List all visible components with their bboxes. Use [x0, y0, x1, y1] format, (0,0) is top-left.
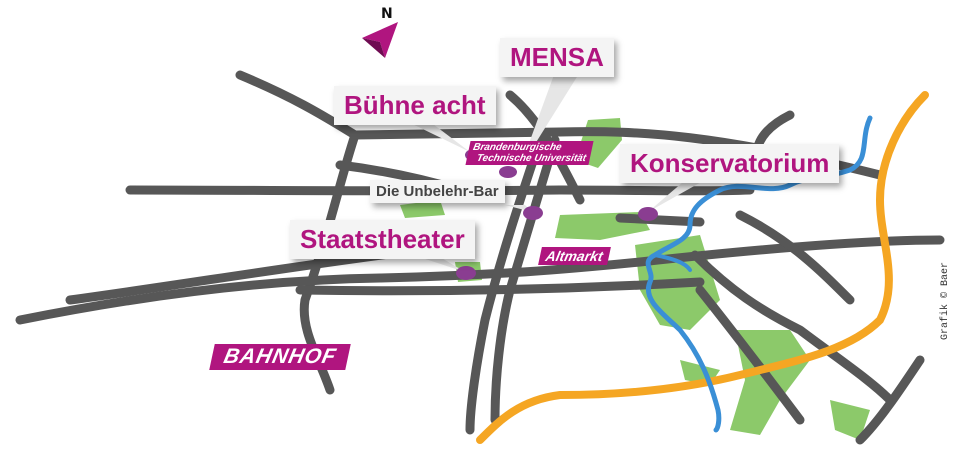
credit-text: Grafik © Baer [940, 261, 951, 340]
road [490, 135, 560, 425]
callout-buehne-acht[interactable]: Bühne acht [334, 86, 496, 125]
marker-btu [499, 166, 517, 178]
road [465, 135, 545, 435]
road [295, 277, 705, 296]
road [690, 250, 895, 405]
marker-konservatorium [638, 207, 658, 221]
tag-altmarkt[interactable]: Altmarkt [538, 247, 611, 265]
river-branch [653, 253, 692, 272]
callout-unbelehr-bar[interactable]: Die Unbelehr-Bar [370, 180, 505, 203]
road [695, 285, 805, 425]
marker-unbelehr [523, 206, 543, 220]
railway-line [476, 91, 929, 444]
location-markers [456, 149, 658, 280]
callout-konservatorium[interactable]: Konservatorium [620, 144, 840, 183]
tag-btu[interactable]: Brandenburgische Technische Universität [465, 141, 594, 165]
marker-staatstheater [456, 266, 476, 280]
pointer-buehne [400, 118, 470, 152]
roads [15, 70, 945, 445]
callout-mensa[interactable]: MENSA [500, 38, 614, 77]
callout-staatstheater[interactable]: Staatstheater [290, 220, 475, 259]
park-area [830, 400, 870, 440]
pointer-konservatorium [648, 176, 712, 212]
tag-btu-line1: Brandenburgische [472, 142, 563, 153]
park-area [400, 200, 445, 218]
road [615, 213, 705, 227]
north-label: N [381, 6, 393, 22]
north-arrow-icon [362, 22, 398, 58]
road [735, 210, 855, 305]
road [855, 355, 925, 445]
tag-btu-line2: Technische Universität [475, 153, 588, 164]
tag-bahnhof[interactable]: BAHNHOF [209, 344, 351, 370]
